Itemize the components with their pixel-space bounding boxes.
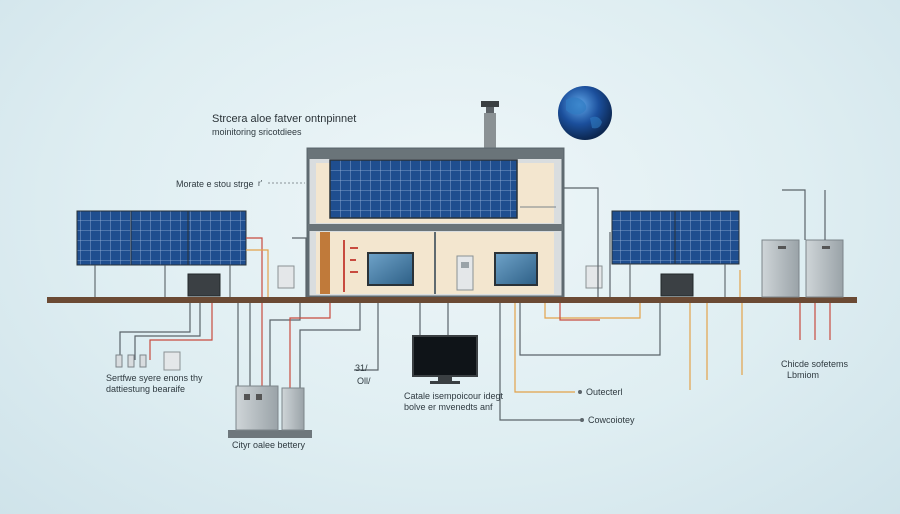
roof-solar-panel bbox=[329, 159, 518, 219]
meter-left bbox=[277, 265, 295, 289]
left-breakers bbox=[115, 351, 181, 371]
meter-right bbox=[585, 265, 603, 289]
center-code-1: 31/ bbox=[355, 363, 368, 373]
chimney bbox=[481, 101, 499, 149]
monitor-display bbox=[412, 335, 478, 384]
center-text-2: bolve er mvenedts anf bbox=[404, 402, 493, 412]
left-group-label-2: dattiestung bearaife bbox=[106, 384, 186, 394]
battery-bank bbox=[228, 385, 312, 438]
inverter-right bbox=[660, 273, 694, 297]
right-text-1: Chicde sofetems bbox=[781, 359, 849, 369]
inverter-left bbox=[187, 273, 221, 297]
storage-cabinets-right bbox=[761, 239, 844, 298]
storage-label: Morate e stou strge bbox=[176, 179, 254, 189]
diagram-subtitle: moinitoring sricotdiees bbox=[212, 127, 302, 137]
right-text-2: Lbmiom bbox=[787, 370, 820, 380]
house-meter bbox=[456, 255, 474, 291]
wiring-network bbox=[119, 303, 831, 421]
solar-panel-array-right bbox=[611, 210, 740, 297]
outlet-label: Outecterl bbox=[586, 387, 623, 397]
solar-panel-array-left bbox=[76, 210, 247, 297]
house bbox=[306, 147, 565, 299]
house-screen-right bbox=[494, 252, 538, 286]
house-screen-left bbox=[367, 252, 414, 286]
ground-bar bbox=[47, 297, 857, 303]
left-group-label-1: Sertfwe syere enons thy bbox=[106, 373, 203, 383]
battery-label: Cityr oalee bettery bbox=[232, 440, 306, 450]
diagram-title: Strcera aloe fatver ontnpinnet bbox=[212, 113, 357, 125]
storage-mark: r' bbox=[258, 179, 263, 188]
globe-icon bbox=[558, 86, 612, 140]
center-text-1: Catale isempoicour idegt bbox=[404, 391, 504, 401]
cowcoiotey-label: Cowcoiotey bbox=[588, 415, 635, 425]
center-code-2: Oll/ bbox=[357, 376, 371, 386]
